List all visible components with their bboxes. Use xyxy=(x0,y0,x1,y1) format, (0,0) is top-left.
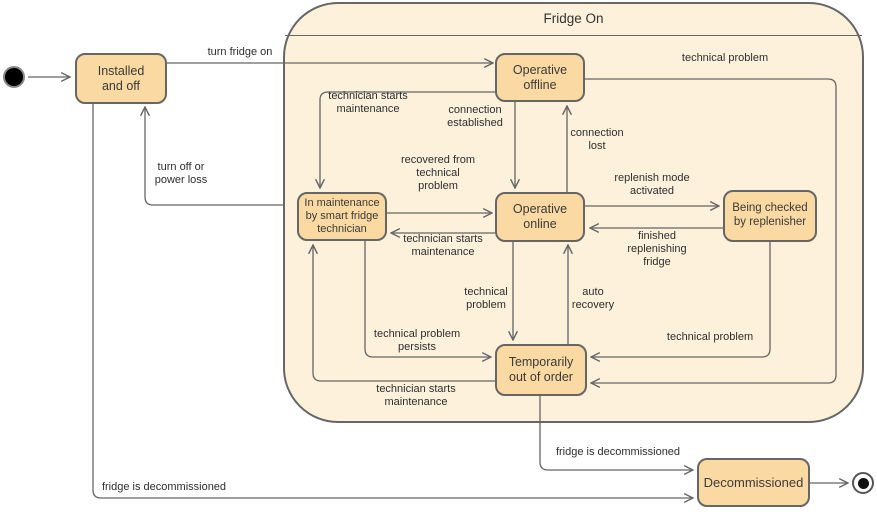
composite-state-title-separator xyxy=(285,35,862,36)
state-being-checked-by-replenisher: Being checked by replenisher xyxy=(723,190,817,242)
label-fridge-decommissioned-out: fridge is decommissioned xyxy=(555,446,681,458)
label-technical-problem-checked: technical problem xyxy=(666,331,754,343)
label-finished-replenishing-fridge: finished replenishing fridge xyxy=(627,230,687,269)
label-technical-problem-persists: technical problem persists xyxy=(373,328,461,354)
initial-state-node xyxy=(3,66,25,88)
edge-installed-to-decommissioned xyxy=(92,104,693,498)
label-recovered-from-technical-problem: recovered from technical problem xyxy=(401,154,475,193)
label-replenish-mode-activated: replenish mode activated xyxy=(614,172,690,198)
label-fridge-decommissioned-installed: fridge is decommissioned xyxy=(101,481,227,493)
label-connection-established: connection established xyxy=(447,104,503,130)
state-in-maintenance: In maintenance by smart fridge technicia… xyxy=(297,192,387,241)
label-technician-starts-maintenance-offline: technician starts maintenance xyxy=(328,90,408,116)
composite-state-title: Fridge On xyxy=(543,11,604,26)
label-connection-lost: connection lost xyxy=(570,127,624,153)
label-auto-recovery: auto recovery xyxy=(571,286,615,312)
state-operative-offline: Operative offline xyxy=(495,53,585,102)
edge-out-to-maintenance xyxy=(313,245,495,382)
label-turn-fridge-on: turn fridge on xyxy=(207,46,273,58)
edge-technical-problem-persists xyxy=(364,241,491,357)
final-state-node xyxy=(852,472,874,494)
label-technician-starts-maintenance-out: technician starts maintenance xyxy=(376,383,456,409)
final-state-inner-dot xyxy=(857,477,869,489)
state-installed-and-off: Installed and off xyxy=(75,53,167,104)
label-technician-starts-maintenance-online: technician starts maintenance xyxy=(403,233,483,259)
label-technical-problem-offline: technical problem xyxy=(681,52,769,64)
state-temporarily-out-of-order: Temporarily out of order xyxy=(495,344,587,396)
state-decommissioned: Decommissioned xyxy=(697,458,810,507)
edge-offline-to-out-technical-problem xyxy=(585,78,837,383)
edge-out-to-decommissioned xyxy=(539,396,693,470)
label-technical-problem-online: technical problem xyxy=(464,286,508,312)
state-operative-online: Operative online xyxy=(495,192,585,242)
label-turn-off-or-power-loss: turn off or power loss xyxy=(154,161,208,187)
edge-checked-to-out-technical-problem xyxy=(591,242,771,357)
edge-turn-off-or-power-loss xyxy=(145,107,283,206)
edge-offline-to-maintenance xyxy=(320,91,495,188)
